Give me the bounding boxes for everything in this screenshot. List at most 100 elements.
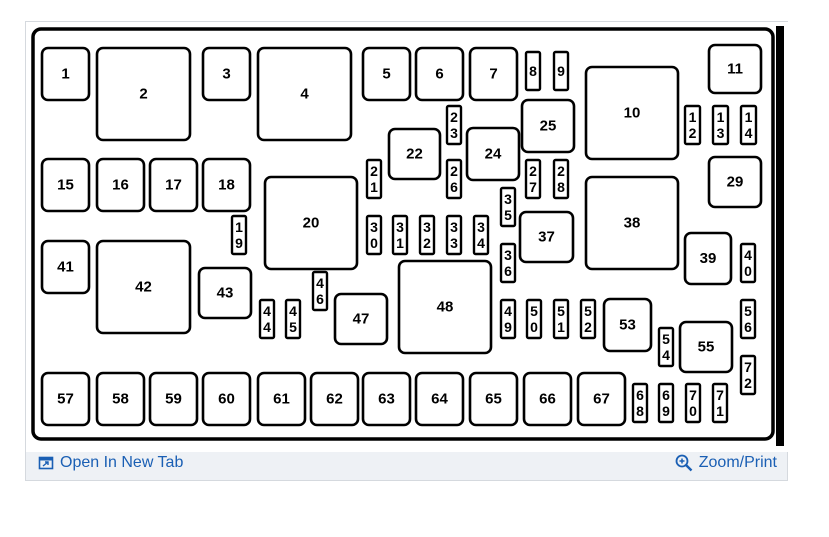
fuse-31-outline (391, 214, 409, 256)
fuse-7-outline (468, 46, 519, 102)
fuse-43-outline (197, 266, 253, 320)
fuse-34-outline (472, 214, 490, 256)
fuse-26-outline (445, 158, 463, 200)
fuse-14-outline (739, 104, 758, 146)
fuse-51-outline (552, 298, 570, 340)
zoom-print-label: Zoom/Print (698, 454, 777, 471)
fuse-label: 18 (218, 177, 235, 194)
fuse-10-outline (584, 65, 680, 161)
fuse-label: 6 (435, 66, 443, 83)
fuse-label: 3 (222, 66, 230, 83)
fuse-4: 4 (256, 46, 353, 142)
fuse-label: 25 (540, 118, 557, 135)
fuse-label: 1 (61, 66, 69, 83)
fuse-53-outline (602, 297, 653, 353)
fuse-label: 59 (165, 391, 182, 408)
fuse-45-outline (284, 298, 302, 340)
fuse-16: 16 (95, 157, 146, 213)
fuse-29: 29 (707, 155, 763, 209)
fuse-25: 25 (520, 98, 576, 154)
fuse-57-outline (40, 371, 91, 427)
fuse-label: 38 (624, 215, 641, 232)
fuse-42: 42 (95, 239, 192, 335)
fuse-66-outline (522, 371, 573, 427)
fuse-label: 60 (218, 391, 235, 408)
fuse-11-outline (707, 43, 763, 95)
fuse-24-outline (465, 126, 521, 182)
fuse-62: 62 (309, 371, 360, 427)
fuse-11: 11 (707, 43, 763, 95)
fuse-60: 60 (201, 371, 252, 427)
fuse-37: 37 (518, 210, 575, 264)
fuse-72-outline (739, 354, 757, 396)
fuse-9-outline (552, 50, 570, 92)
fuse-47-outline (333, 292, 389, 346)
fuse-55-outline (678, 320, 734, 374)
open-in-new-tab-link[interactable]: Open In New Tab (38, 454, 183, 472)
new-tab-icon (38, 456, 54, 470)
fuse-38: 38 (584, 175, 680, 271)
fuse-5: 5 (361, 46, 412, 102)
fuse-29-outline (707, 155, 763, 209)
fuse-53: 53 (602, 297, 653, 353)
zoom-print-link[interactable]: Zoom/Print (675, 454, 777, 472)
fuse-label: 62 (326, 391, 343, 408)
fuse-46-outline (311, 270, 329, 312)
fuse-25-outline (520, 98, 576, 154)
fuse-label: 5 (382, 66, 390, 83)
fuse-38-outline (584, 175, 680, 271)
fuse-41: 41 (40, 239, 91, 295)
fuse-label: 10 (624, 105, 641, 122)
fuse-label: 65 (485, 391, 502, 408)
fuse-54-outline (657, 326, 675, 368)
fuse-64-outline (414, 371, 465, 427)
fuse-1: 1 (40, 46, 91, 102)
fuse-42-outline (95, 239, 192, 335)
zoom-icon (675, 454, 693, 472)
fuse-32-outline (418, 214, 436, 256)
fuse-18: 18 (201, 157, 252, 213)
fuse-69-outline (657, 382, 675, 424)
fuse-21-outline (365, 158, 383, 200)
fuse-15: 15 (40, 157, 91, 213)
fuse-60-outline (201, 371, 252, 427)
fuse-59-outline (148, 371, 199, 427)
fuse-13-outline (711, 104, 730, 146)
fuse-17-outline (148, 157, 199, 213)
fuse-48: 48 (397, 259, 493, 355)
fuse-68-outline (631, 382, 649, 424)
open-in-new-tab-label: Open In New Tab (60, 454, 184, 471)
fuse-48-outline (397, 259, 493, 355)
